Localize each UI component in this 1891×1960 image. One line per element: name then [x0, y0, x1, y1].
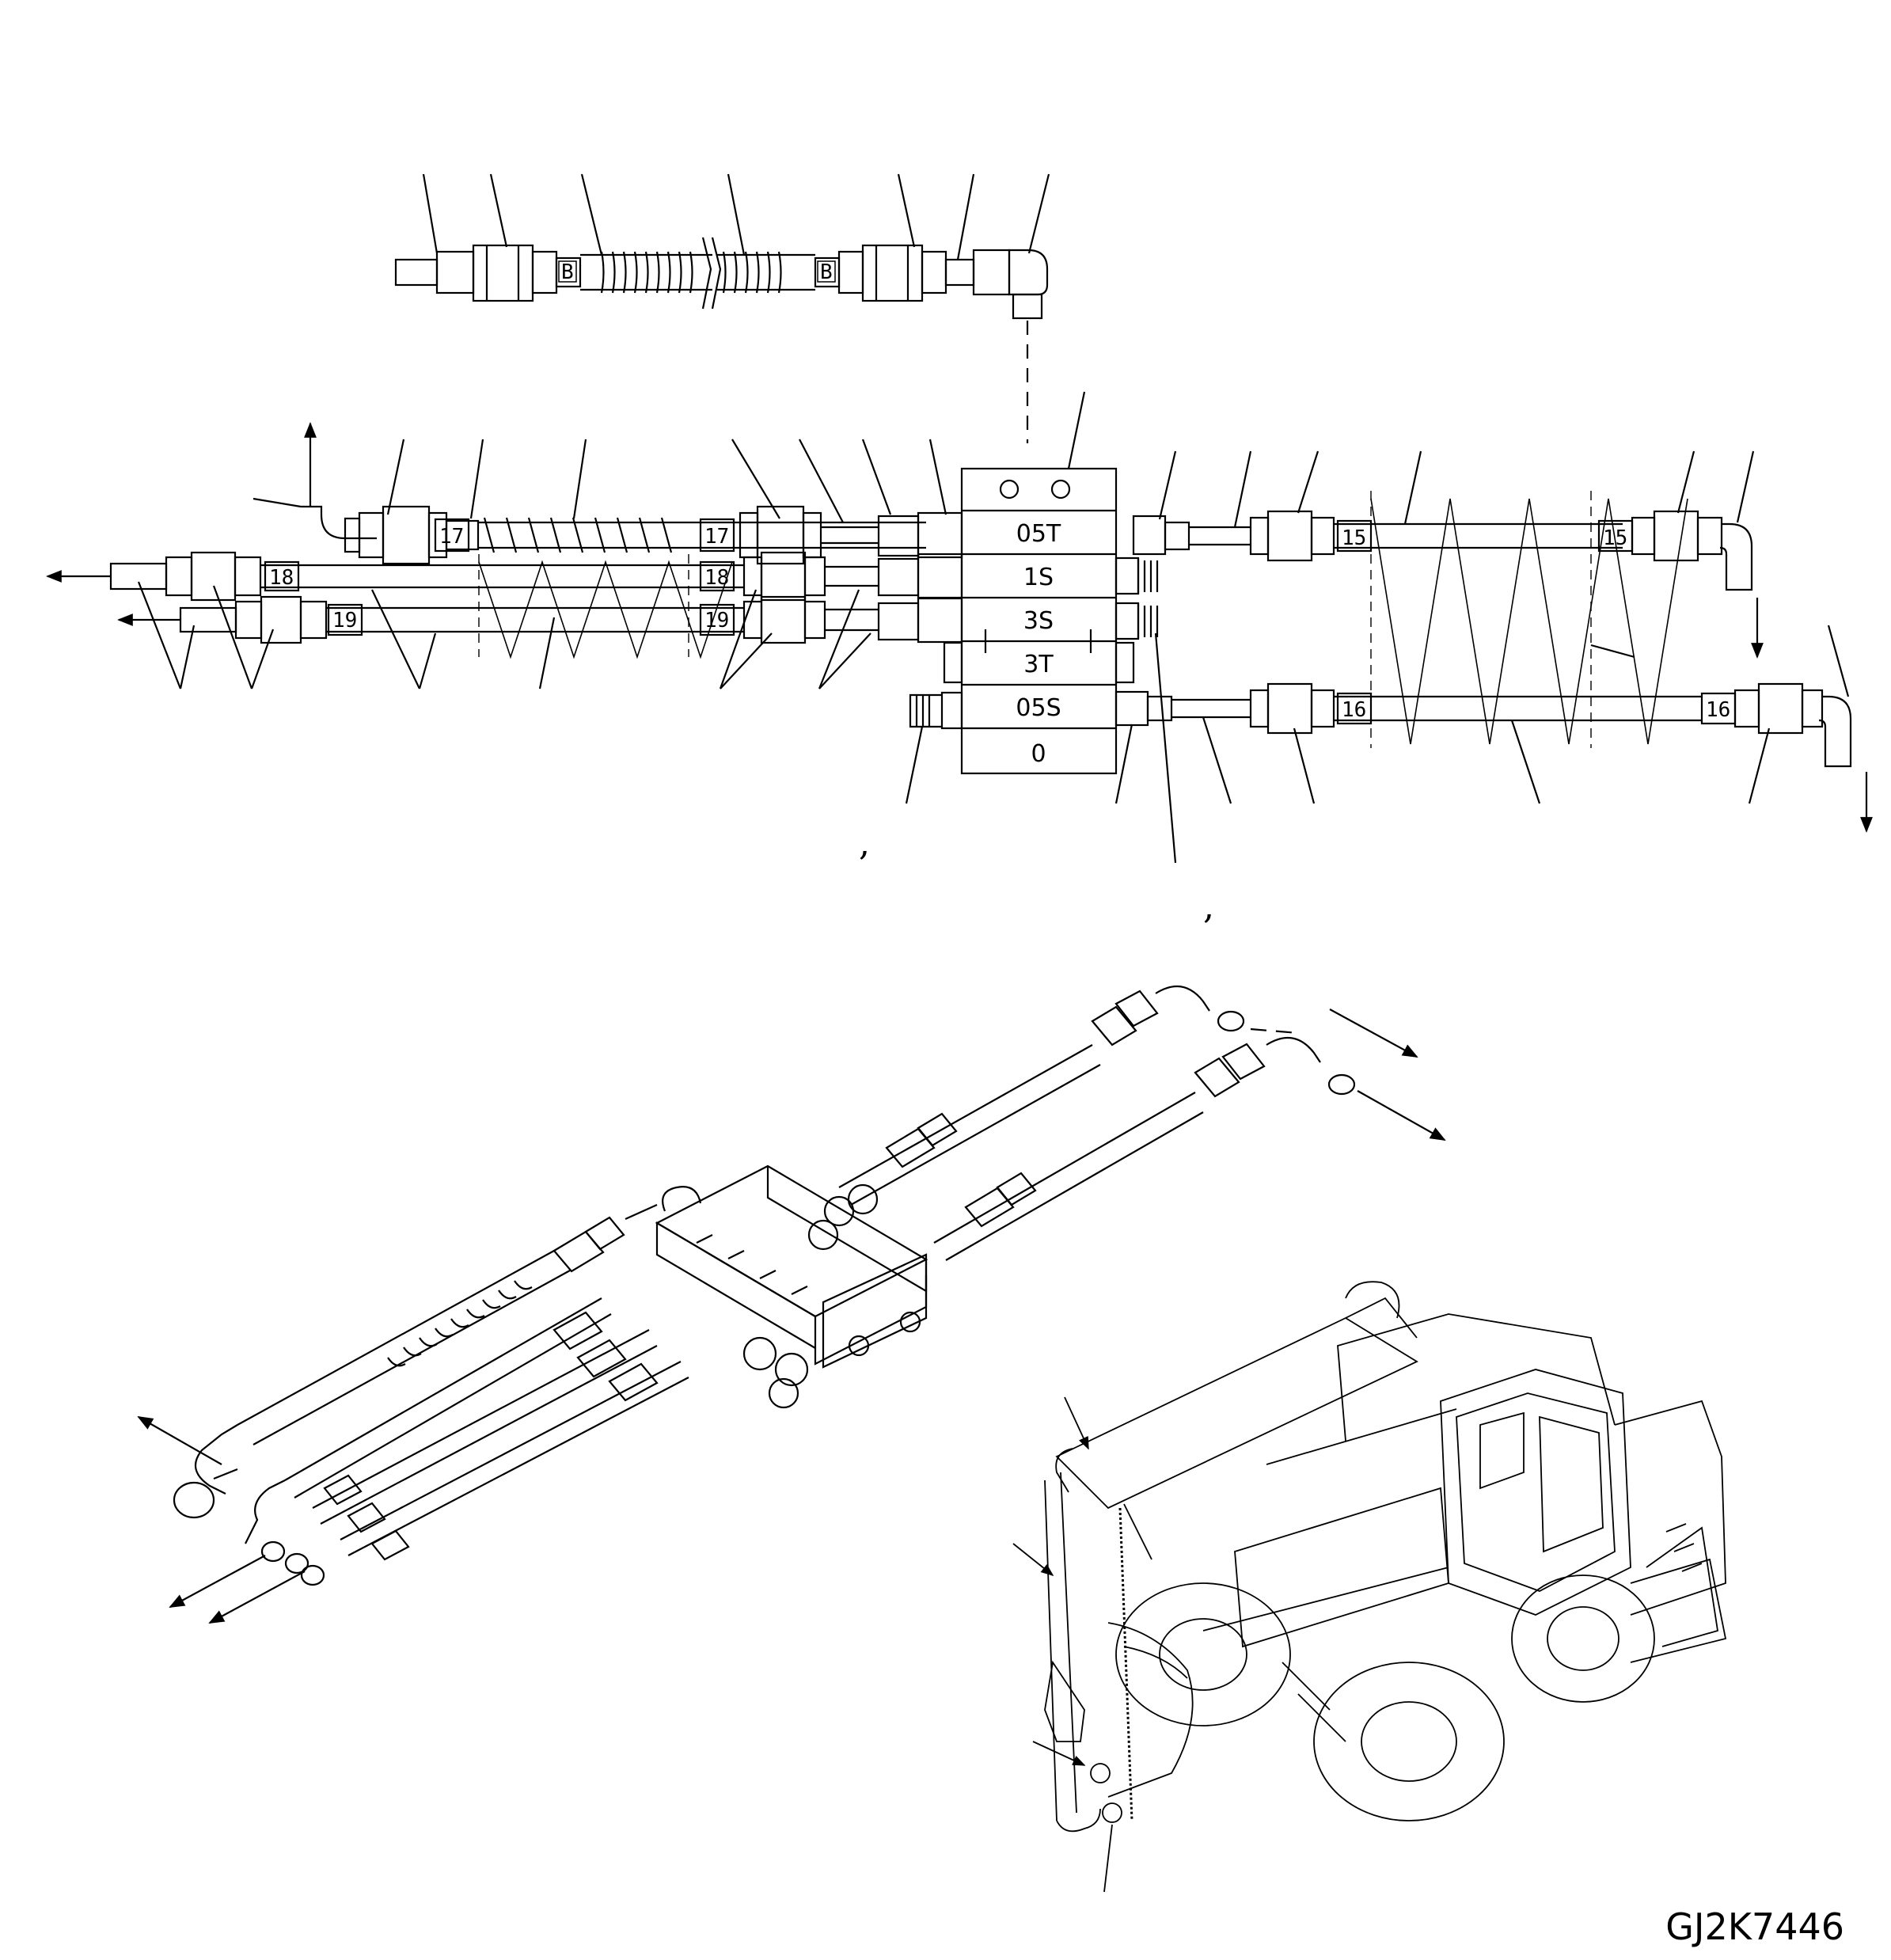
port-1s-label: 1S	[1023, 564, 1054, 591]
hose-16-line	[1114, 682, 1873, 833]
isometric-piping-view	[137, 986, 1446, 1624]
port-05t-label: 05T	[1016, 520, 1061, 548]
right-zigzag	[905, 450, 1850, 864]
drawing-code: GJ2K7446	[1665, 1905, 1844, 1948]
tag-15-right: 15	[1603, 526, 1627, 550]
left-leader-lines	[137, 391, 1086, 689]
tag-18-left: 18	[269, 566, 294, 590]
wheeled-excavator-illustration	[1012, 1281, 1727, 1893]
hose-tag-labels: B B 17 17 18 18 19 19 15 15 16 16	[269, 260, 1730, 722]
comma-mark-right: ,	[1203, 887, 1214, 927]
tag-17-left: 17	[439, 525, 464, 549]
port-3t-label: 3T	[1023, 651, 1054, 678]
hose-15-line	[1132, 510, 1764, 659]
tag-19-right: 19	[704, 609, 729, 632]
port-3s-label: 3S	[1023, 607, 1054, 635]
distribution-manifold	[943, 467, 1135, 775]
tag-15-left: 15	[1342, 526, 1366, 550]
port-0-label: 0	[1031, 740, 1046, 768]
hose-19-line	[117, 554, 963, 659]
tag-16-right: 16	[1706, 698, 1730, 722]
tag-b-left: B	[561, 260, 574, 284]
comma-mark-left: ,	[859, 823, 870, 864]
hose-17-line	[253, 422, 963, 565]
hose-18-line	[46, 551, 963, 602]
tag-16-left: 16	[1342, 698, 1366, 722]
tag-b-right: B	[820, 260, 833, 284]
port-05s-label: 05S	[1016, 694, 1061, 722]
tag-18-right: 18	[704, 566, 729, 590]
manifold-port-labels: 05T 1S 3S 3T 05S 0	[1016, 520, 1061, 768]
top-hose-assembly	[394, 173, 1050, 443]
tag-19-left: 19	[332, 609, 357, 632]
tag-17-right: 17	[704, 525, 729, 549]
side-fittings	[909, 556, 1159, 730]
